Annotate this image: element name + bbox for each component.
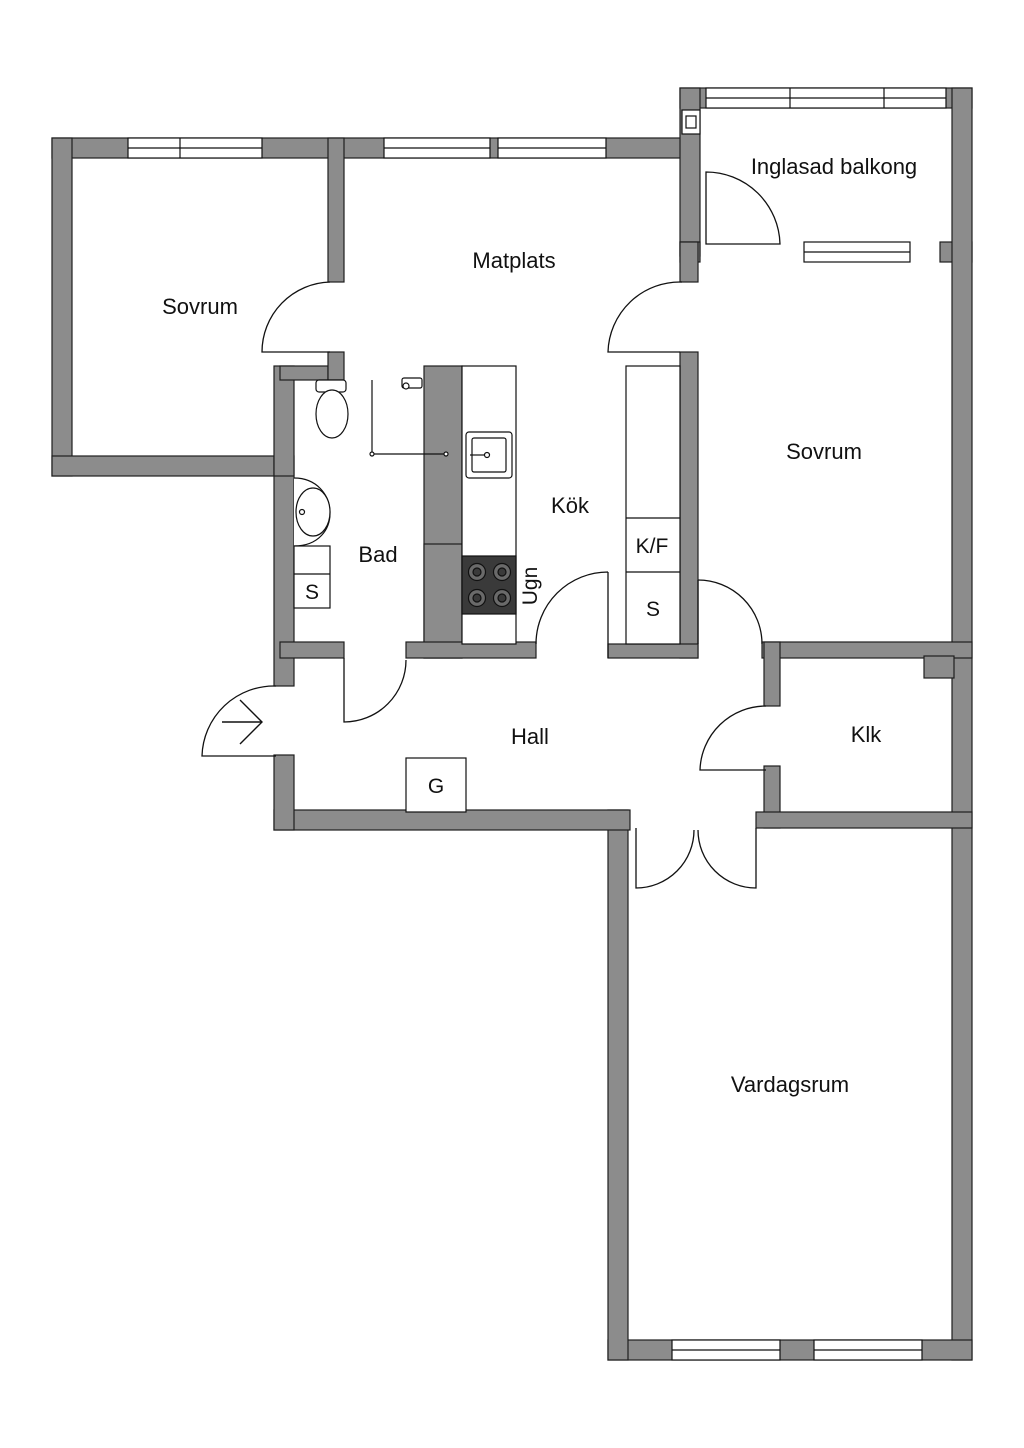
bath-sink-icon	[293, 477, 331, 547]
wall-left-bottom	[51, 455, 293, 477]
wall-bath-bottom-left	[279, 641, 345, 659]
wall-sovrum2-bottom	[761, 641, 973, 659]
window-sovrum1	[127, 137, 263, 159]
window-balkong-top	[705, 87, 947, 109]
room-label-sovrum-2: Sovrum	[786, 439, 862, 464]
door-bad	[343, 658, 407, 723]
fixture-label-fridge-freezer: K/F	[636, 535, 669, 558]
door-vardagsrum-right	[697, 828, 757, 889]
fixture-label-kitchen-cabinet: S	[646, 598, 660, 621]
balkong-post	[681, 109, 701, 135]
wall-sovrum1-right-lower	[327, 351, 345, 381]
door-balkong	[705, 171, 781, 245]
window-vardagsrum-2	[813, 1339, 923, 1361]
door-kok	[535, 571, 609, 658]
entrance-arrow-icon	[222, 699, 263, 745]
windows	[127, 87, 947, 1361]
room-label-kok: Kök	[551, 493, 590, 518]
room-labels: Sovrum Matplats Inglasad balkong Sovrum …	[162, 154, 917, 1097]
wall-left-outer	[51, 137, 73, 477]
room-label-bad: Bad	[358, 542, 397, 567]
wardrobe-box	[405, 757, 467, 813]
door-klk	[699, 705, 767, 771]
fixture-label-wardrobe: G	[428, 775, 444, 798]
wall-right-outer	[951, 87, 973, 1361]
bath-fixtures	[293, 377, 449, 609]
wall-hall-bottom	[273, 809, 631, 831]
wall-bath-top-h	[279, 365, 329, 381]
room-label-sovrum-1: Sovrum	[162, 294, 238, 319]
room-label-balkong: Inglasad balkong	[751, 154, 917, 179]
room-label-klk: Klk	[851, 722, 883, 747]
window-vardagsrum-1	[671, 1339, 781, 1361]
fixture-label-bath-cabinet: S	[305, 581, 319, 604]
wall-bath-top	[273, 365, 295, 477]
wall-bath-right-inner	[423, 543, 463, 659]
wall-hall-left-lower	[273, 754, 295, 831]
wall-sovrum1-right-upper	[327, 137, 345, 283]
door-sovrum1	[261, 281, 331, 353]
fixture-label-oven: Ugn	[519, 567, 542, 606]
door-entrance	[201, 685, 277, 757]
kitchen-fixtures	[461, 365, 681, 645]
bath-counter	[293, 545, 331, 609]
doors	[201, 171, 781, 889]
room-label-vardagsrum: Vardagsrum	[731, 1072, 849, 1097]
sink-icon	[465, 431, 513, 479]
door-sovrum2-hall	[697, 579, 763, 645]
wall-kitchen-bottom-right	[607, 643, 699, 659]
room-label-matplats: Matplats	[472, 248, 555, 273]
wall-vardagsrum-left	[607, 809, 629, 1361]
wall-sovrum2-left-upper	[679, 241, 699, 283]
window-matplats-1	[383, 137, 491, 159]
wall-klk-left	[763, 641, 781, 707]
wall-klk-corner	[923, 655, 955, 679]
toilet-icon	[315, 379, 349, 439]
wall-klk-bottom	[755, 811, 973, 829]
stove-icon	[461, 555, 517, 615]
door-vardagsrum-left	[635, 828, 695, 889]
door-sovrum2	[607, 281, 683, 353]
kitchen-counter-right	[625, 365, 681, 645]
room-label-hall: Hall	[511, 724, 549, 749]
window-matplats-2	[497, 137, 607, 159]
window-balkong-bottom	[803, 241, 911, 263]
shower-icon	[369, 377, 449, 457]
wall-kitchen-right	[679, 351, 699, 659]
